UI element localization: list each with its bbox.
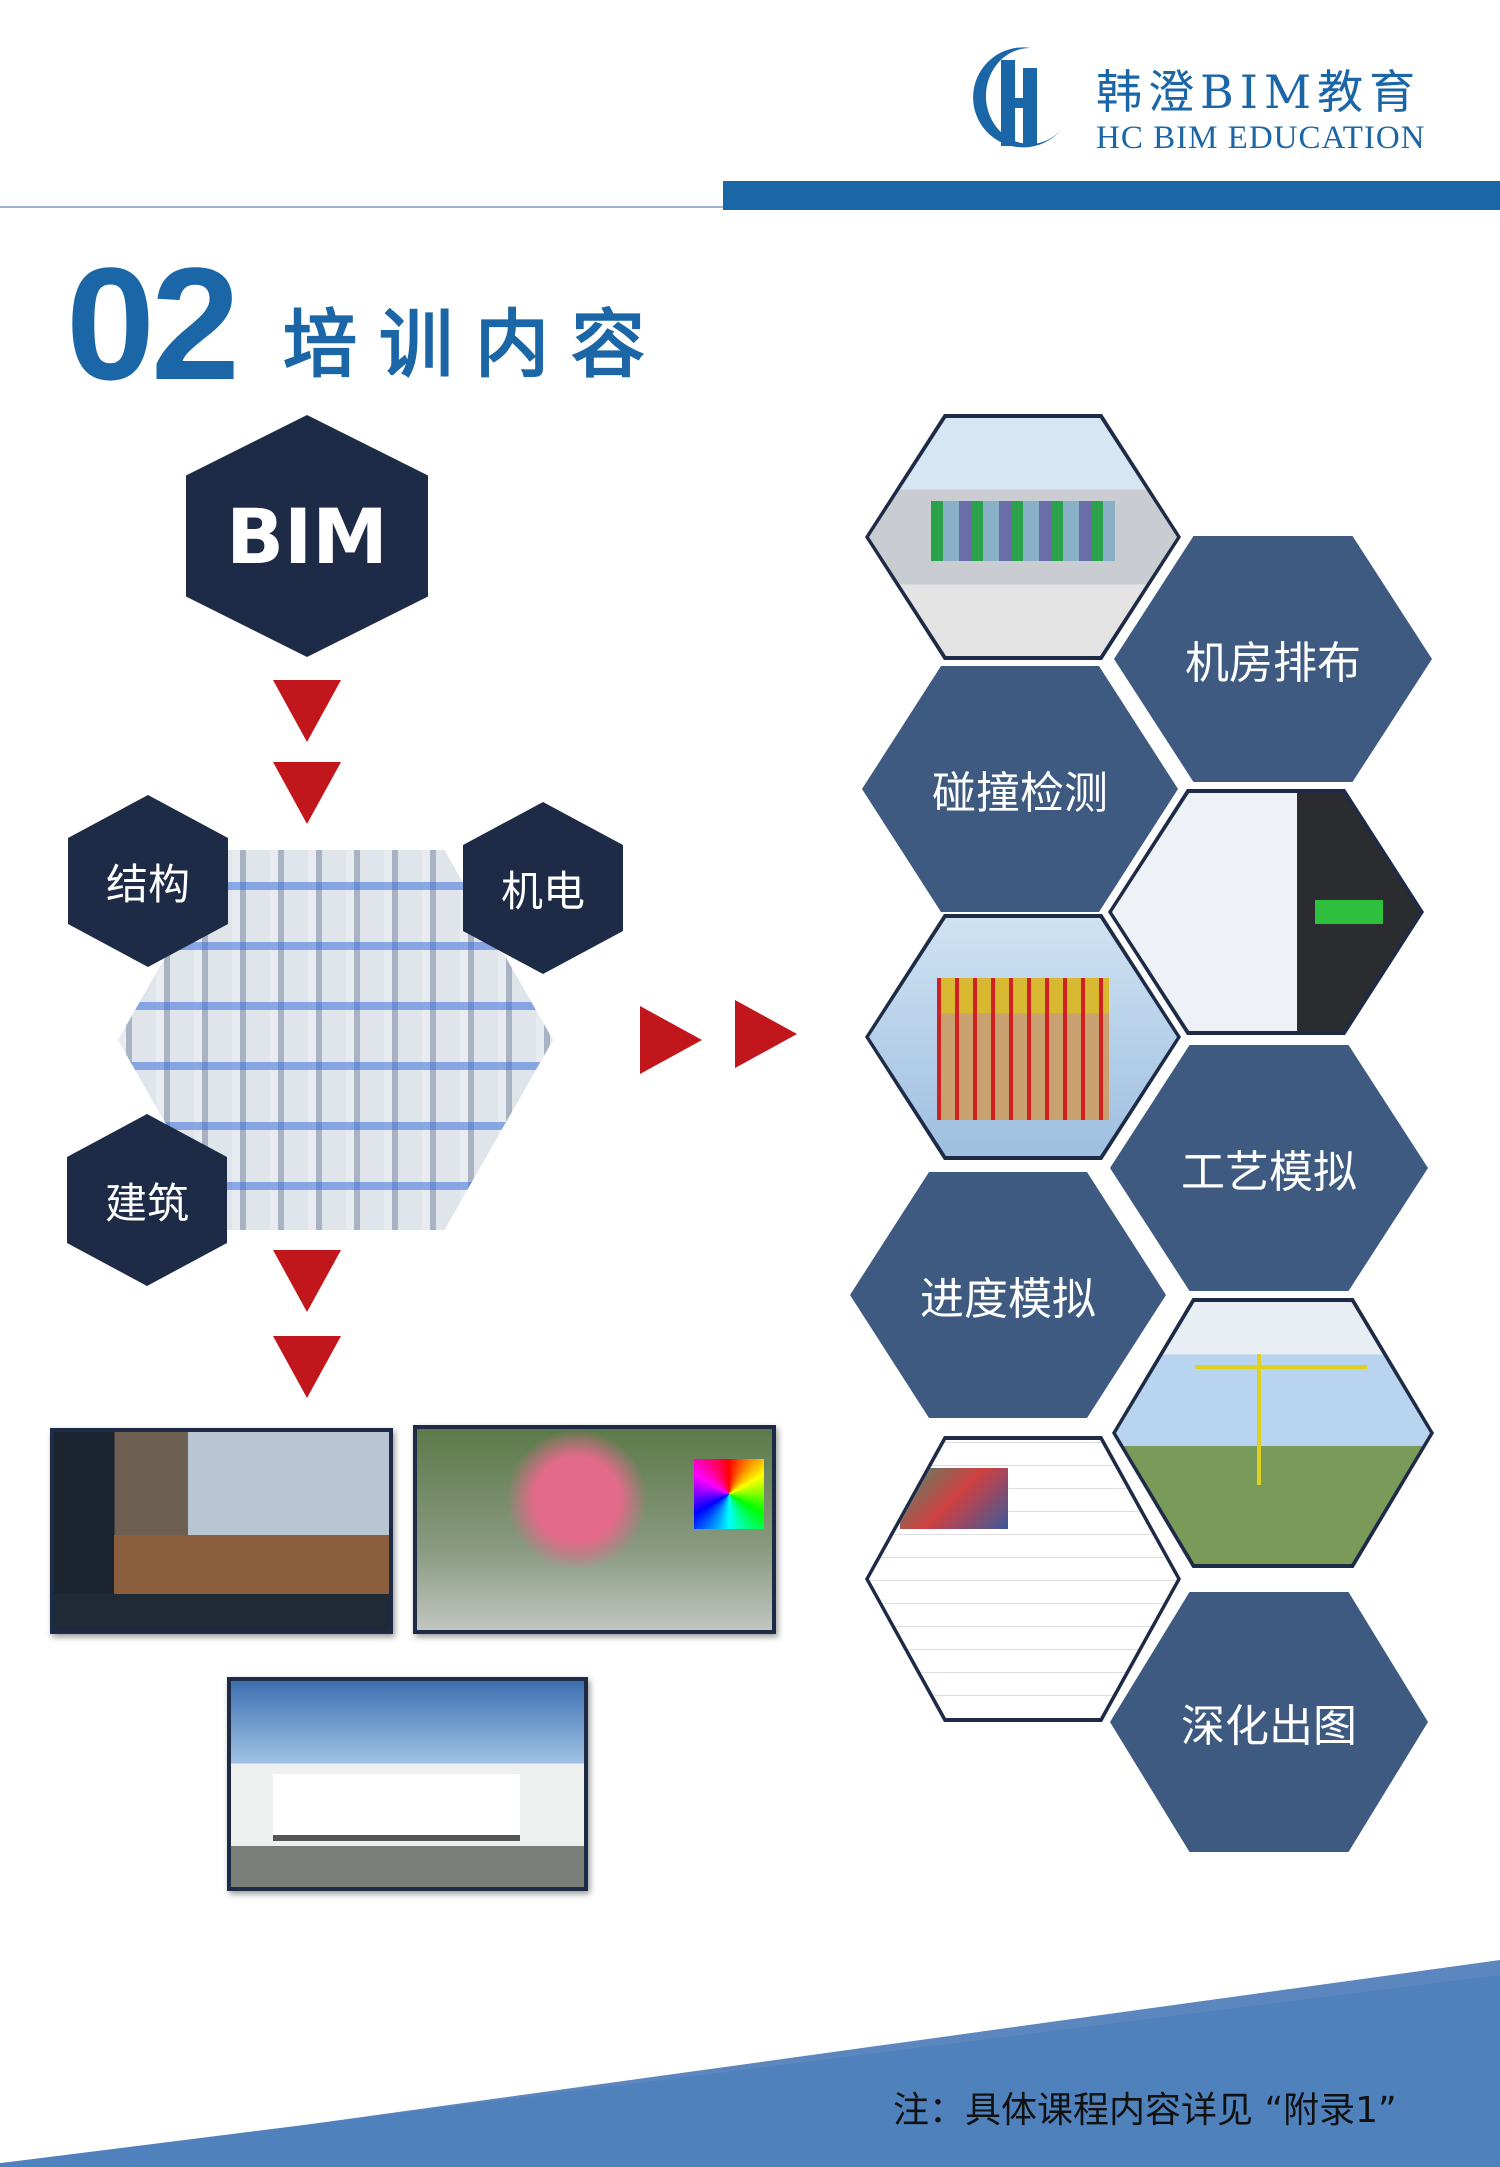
brand-name-en: HC BIM EDUCATION bbox=[1096, 120, 1426, 156]
machine-room-image bbox=[865, 414, 1181, 660]
section-title: 培训内容 bbox=[283, 302, 667, 388]
header-thin-line bbox=[0, 206, 730, 208]
right-arrow-icon bbox=[640, 1006, 702, 1074]
down-arrow-icon bbox=[273, 680, 341, 742]
branch-label: 机电 bbox=[500, 866, 585, 916]
item-process-simulation: 工艺模拟 bbox=[1110, 1045, 1428, 1291]
detailed-drawing-image bbox=[865, 1436, 1181, 1722]
header-bar bbox=[723, 181, 1500, 210]
construction-site-image bbox=[1112, 1298, 1434, 1568]
down-arrow-icon bbox=[273, 1250, 341, 1312]
item-clash-detection: 碰撞检测 bbox=[862, 666, 1178, 912]
branch-label: 结构 bbox=[105, 859, 190, 909]
item-schedule-simulation: 进度模拟 bbox=[850, 1172, 1166, 1418]
brand-logo-icon bbox=[961, 42, 1067, 152]
bim-label: BIM bbox=[226, 491, 388, 581]
render-screenshot-villa bbox=[227, 1677, 588, 1891]
section-number: 02 bbox=[66, 234, 240, 413]
render-screenshot-garden bbox=[413, 1425, 776, 1634]
bim-hexagon: BIM bbox=[186, 415, 428, 657]
branch-label: 建筑 bbox=[104, 1178, 189, 1228]
right-arrow-icon bbox=[735, 1000, 797, 1068]
down-arrow-icon bbox=[273, 762, 341, 824]
item-label: 工艺模拟 bbox=[1181, 1147, 1357, 1198]
item-detailed-drawings: 深化出图 bbox=[1110, 1592, 1428, 1852]
brand-name-cn: 韩澄BIM教育 bbox=[1096, 65, 1422, 119]
item-label: 进度模拟 bbox=[920, 1274, 1096, 1325]
item-label: 碰撞检测 bbox=[932, 768, 1108, 819]
footer-note: 注：具体课程内容详见 “附录1” bbox=[893, 2090, 1397, 2131]
item-label: 深化出图 bbox=[1181, 1701, 1357, 1752]
render-screenshot-interior bbox=[50, 1428, 393, 1634]
item-machine-room-layout: 机房排布 bbox=[1114, 536, 1432, 782]
item-label: 机房排布 bbox=[1185, 638, 1361, 689]
footer-band-front bbox=[0, 1975, 1500, 2167]
branch-mep: 机电 bbox=[463, 802, 623, 974]
branch-structure: 结构 bbox=[68, 795, 228, 967]
down-arrow-icon bbox=[273, 1336, 341, 1398]
